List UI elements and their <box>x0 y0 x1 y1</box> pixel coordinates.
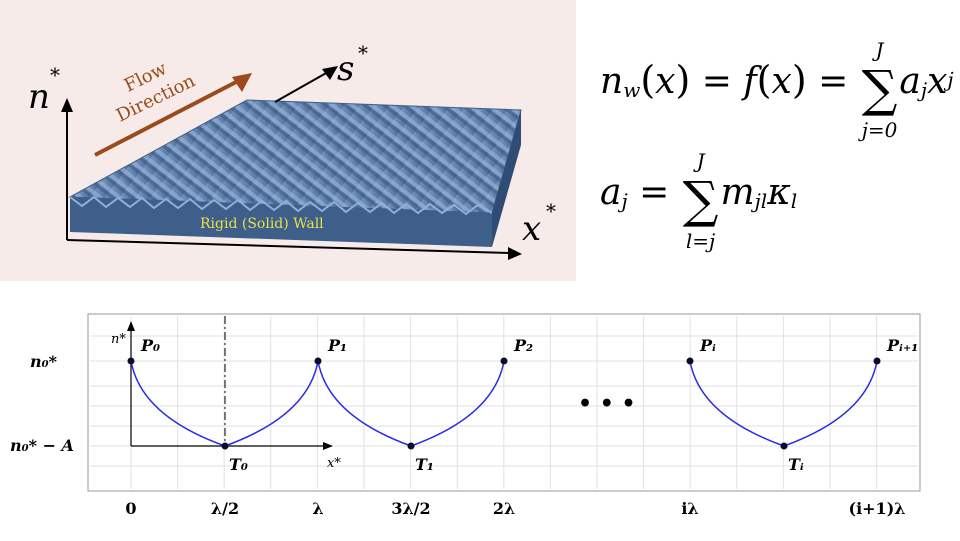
profile-point-label: P₂ <box>513 336 533 355</box>
profile-point-label: P₁ <box>327 336 347 355</box>
profile-point <box>314 357 322 365</box>
wall-side-face <box>492 110 521 247</box>
y-tick-top: n₀* <box>30 352 58 371</box>
wall-diagram: Rigid (Solid) Wall Flow Direction n * s … <box>28 41 556 260</box>
profile-x-label: x* <box>327 456 341 471</box>
n-axis-label: n <box>28 77 50 117</box>
s-axis-label: s <box>337 49 354 89</box>
x-tick-label: 3λ/2 <box>391 499 430 518</box>
n-axis-arrow <box>61 98 73 112</box>
profile-point-label: T₁ <box>415 455 434 474</box>
x-axis-label: x <box>522 209 541 249</box>
profile-point <box>873 357 881 365</box>
profile-n-label: n* <box>111 332 126 347</box>
profile-point <box>500 357 508 365</box>
x-axis-arrow <box>508 247 522 260</box>
s-axis-arrow <box>322 66 338 80</box>
flow-arrow-head <box>232 73 252 92</box>
x-tick-label: λ <box>312 499 323 518</box>
profile-point-label: Pᵢ₊₁ <box>886 336 918 355</box>
profile-point <box>407 442 415 450</box>
wall-ridge-edge <box>69 195 493 216</box>
x-tick-label: 2λ <box>493 499 515 518</box>
s-axis <box>274 71 329 103</box>
y-tick-bottom: n₀* − A <box>10 436 74 455</box>
chart-frame <box>87 313 921 492</box>
n-axis-star: * <box>50 63 60 87</box>
x-tick-label: λ/2 <box>211 499 239 518</box>
profile-point-label: P₀ <box>140 336 160 355</box>
x-tick-label: iλ <box>681 499 698 518</box>
profile-point <box>780 442 788 450</box>
wall-diagram-panel: Rigid (Solid) Wall Flow Direction n * s … <box>0 0 576 281</box>
x-axis <box>66 239 511 254</box>
x-tick-label: (i+1)λ <box>849 499 906 518</box>
flow-arrow <box>94 78 241 157</box>
wall-front-face <box>70 197 492 247</box>
x-axis-star: * <box>546 199 556 223</box>
profile-x-arrow <box>323 442 333 450</box>
s-axis-star: * <box>358 41 368 65</box>
wall-label: Rigid (Solid) Wall <box>200 216 324 232</box>
x-tick-labels: 0 λ/2 λ 3λ/2 2λ iλ (i+1)λ <box>125 499 905 518</box>
profile-point <box>127 357 135 365</box>
x-tick-label: 0 <box>125 499 136 518</box>
profile-point <box>686 357 694 365</box>
profile-n-arrow <box>127 321 135 331</box>
ellipsis: • • • <box>578 391 636 417</box>
chart-grid <box>90 316 918 489</box>
profile-point-label: T₀ <box>229 455 248 474</box>
profile-point-label: Tᵢ <box>788 455 804 474</box>
profile-point-label: Pᵢ <box>699 336 716 355</box>
profile-point <box>221 442 229 450</box>
